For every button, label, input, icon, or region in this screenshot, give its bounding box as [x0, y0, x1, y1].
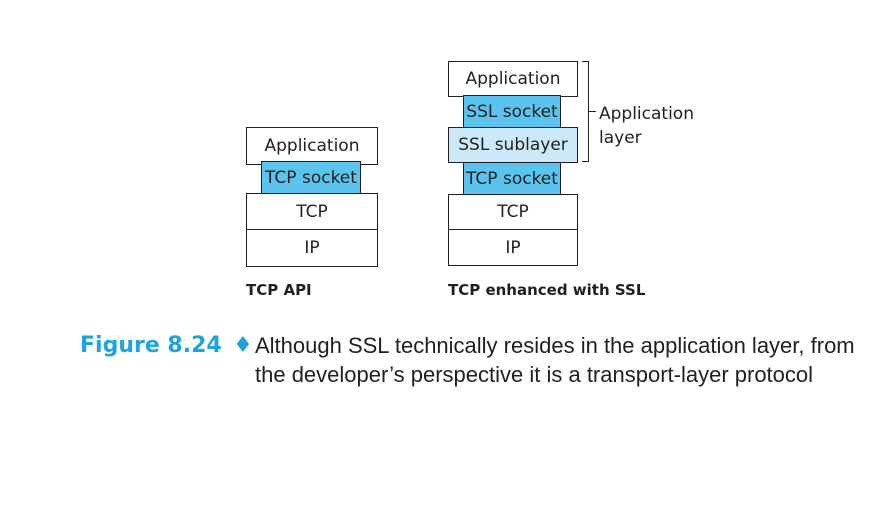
tcp-api-caption: TCP API [246, 281, 312, 299]
right-ip-layer: IP [448, 229, 578, 266]
right-tcp-layer: TCP [448, 194, 578, 230]
left-application-layer: Application [246, 127, 378, 165]
left-tcp-layer: TCP [246, 193, 378, 230]
left-ip-layer: IP [246, 229, 378, 267]
ssl-socket-label: SSL socket [466, 101, 558, 122]
figure-caption-text: Although SSL technically resides in the … [255, 333, 855, 387]
bracket-tick [589, 111, 596, 112]
ssl-enhanced-caption: TCP enhanced with SSL [448, 281, 646, 299]
figure-number: Figure 8.24 [80, 333, 222, 358]
left-ip-label: IP [304, 238, 320, 258]
bracket-label: Application layer [599, 102, 694, 150]
left-tcp-label: TCP [296, 201, 328, 222]
right-tcp-socket-label: TCP socket [466, 168, 558, 189]
right-application-label: Application [465, 69, 561, 89]
bracket-line [582, 61, 589, 162]
bracket-label-line2: layer [599, 128, 642, 148]
ssl-sublayer-label: SSL sublayer [458, 135, 568, 155]
left-application-label: Application [264, 136, 360, 156]
ssl-socket: SSL socket [463, 95, 561, 128]
bracket-label-line1: Application [599, 104, 694, 124]
diamond-icon: ♦ [233, 333, 253, 358]
right-tcp-socket: TCP socket [463, 162, 561, 195]
left-tcp-socket: TCP socket [261, 161, 361, 194]
left-tcp-socket-label: TCP socket [265, 167, 357, 188]
right-ip-label: IP [505, 237, 521, 258]
ssl-sublayer: SSL sublayer [448, 127, 578, 163]
right-application-layer: Application [448, 61, 578, 97]
right-tcp-label: TCP [497, 202, 529, 222]
